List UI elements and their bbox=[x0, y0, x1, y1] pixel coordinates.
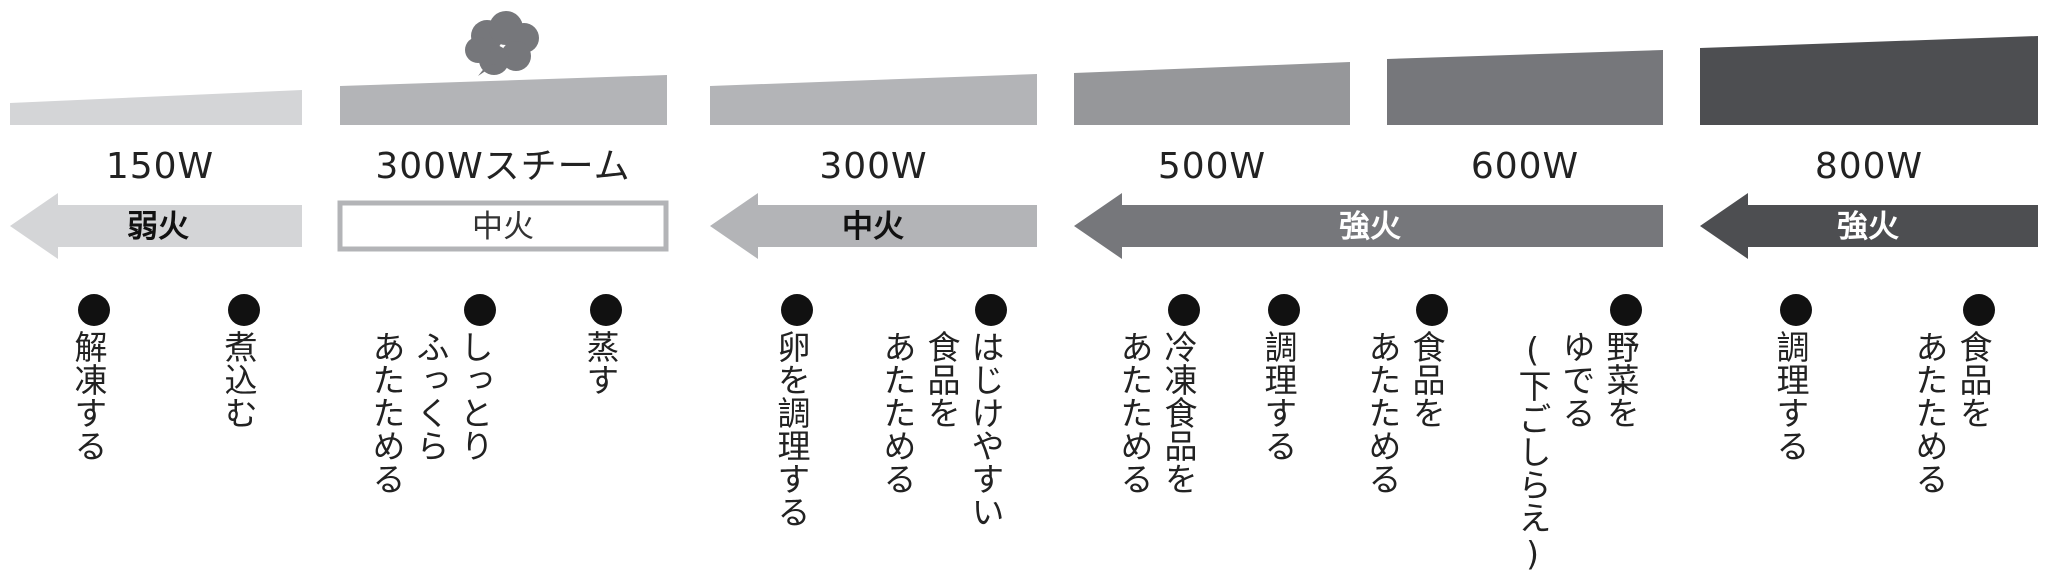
steam-cloud-icon bbox=[465, 11, 539, 76]
heat-box-steam bbox=[337, 200, 669, 252]
watt-label-300w-steam: 300Wスチーム bbox=[375, 146, 631, 187]
use-text: 調理する bbox=[1771, 330, 1810, 462]
watt-label-800w: 800W bbox=[1814, 146, 1924, 187]
watt-label-500w: 500W bbox=[1157, 146, 1267, 187]
heat-arrow-strongest bbox=[1700, 193, 2038, 259]
level-bar-800w bbox=[1700, 36, 2038, 125]
heat-arrow-strong bbox=[1074, 193, 1663, 259]
bullet-dot-icon bbox=[1168, 294, 1200, 326]
use-text: 解凍する bbox=[69, 330, 108, 462]
bullet-dot-icon bbox=[781, 294, 813, 326]
level-bar-600w bbox=[1387, 50, 1663, 125]
bullet-dot-icon bbox=[1268, 294, 1300, 326]
heat-label-steam-medium: 中火 bbox=[472, 209, 534, 245]
use-text: 調理する bbox=[1259, 330, 1298, 462]
watt-label-150w: 150W bbox=[105, 146, 215, 187]
bullet-dot-icon bbox=[1780, 294, 1812, 326]
use-text: しっとり ふっくら あたためる bbox=[367, 330, 494, 495]
watt-label-300w: 300W bbox=[819, 146, 928, 187]
use-text: 煮込む bbox=[219, 330, 258, 429]
heat-label-medium: 中火 bbox=[842, 209, 904, 245]
bullet-dot-icon bbox=[1416, 294, 1448, 326]
heat-arrow-weak bbox=[10, 193, 302, 259]
bullet-dot-icon bbox=[1963, 294, 1995, 326]
use-text: 卵を調理する bbox=[772, 330, 811, 528]
level-bar-500w bbox=[1074, 62, 1350, 125]
power-level-diagram bbox=[10, 11, 2038, 259]
bullet-dot-icon bbox=[228, 294, 260, 326]
bullet-dot-icon bbox=[464, 294, 496, 326]
watt-label-600w: 600W bbox=[1470, 146, 1580, 187]
heat-label-strongest: 強火 bbox=[1837, 209, 1899, 245]
bullet-dot-icon bbox=[1610, 294, 1642, 326]
bullet-dot-icon bbox=[590, 294, 622, 326]
bullet-dot-icon bbox=[975, 294, 1007, 326]
use-text: 冷凍食品を あたためる bbox=[1115, 330, 1198, 495]
use-text: 食品を あたためる bbox=[1363, 330, 1446, 495]
level-bar-300w-steam bbox=[340, 75, 667, 125]
use-text: 野菜を ゆでる (下ごしらえ) bbox=[1513, 330, 1640, 573]
heat-arrow-medium bbox=[710, 193, 1037, 259]
use-text: 食品を あたためる bbox=[1910, 330, 1993, 495]
use-text: 蒸す bbox=[581, 330, 620, 396]
use-text: はじけやすい 食品を あたためる bbox=[878, 330, 1005, 528]
level-bar-150w bbox=[10, 90, 302, 125]
bullet-dot-icon bbox=[78, 294, 110, 326]
heat-label-weak: 弱火 bbox=[127, 209, 189, 245]
level-bar-300w bbox=[710, 74, 1037, 125]
heat-label-strong: 強火 bbox=[1339, 209, 1401, 245]
